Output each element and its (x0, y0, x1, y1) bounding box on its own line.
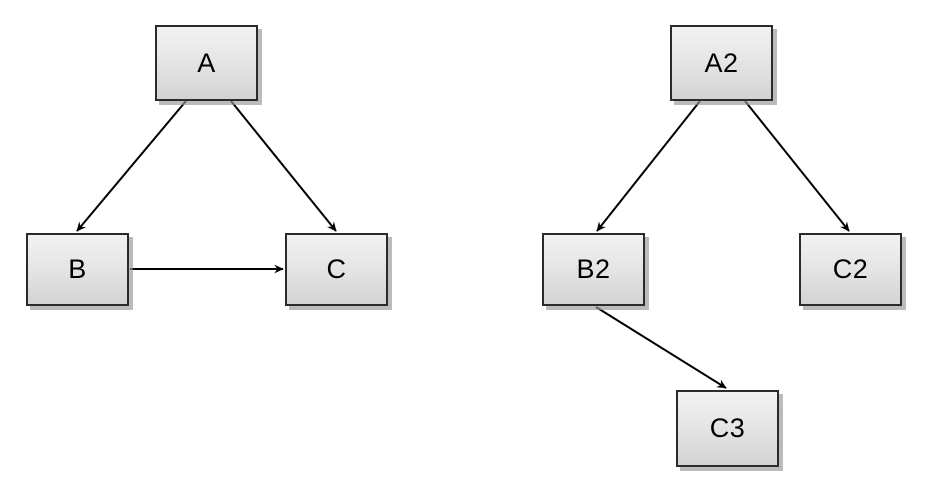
edge-b2-to-c3[interactable] (595, 306, 727, 389)
edge-a-to-c[interactable] (230, 100, 337, 232)
edges-group (76, 100, 850, 389)
node-label-c2: C2 (832, 254, 869, 284)
node-label-b: B (68, 254, 87, 284)
node-a2[interactable]: A2 (670, 25, 773, 101)
node-label-a2: A2 (704, 47, 739, 78)
node-c2[interactable]: C2 (799, 233, 902, 306)
node-c[interactable]: C (285, 233, 388, 306)
node-label-c: C (326, 254, 347, 284)
node-label-a: A (197, 47, 216, 78)
node-a[interactable]: A (155, 25, 258, 101)
edge-a2-to-b2[interactable] (596, 100, 701, 232)
node-label-b2: B2 (576, 254, 611, 284)
edge-a-to-b[interactable] (76, 100, 187, 232)
node-c3[interactable]: C3 (676, 390, 779, 467)
edge-a2-to-c2[interactable] (744, 100, 850, 232)
node-b[interactable]: B (26, 233, 129, 306)
node-b2[interactable]: B2 (542, 233, 645, 306)
node-label-c3: C3 (709, 413, 746, 443)
